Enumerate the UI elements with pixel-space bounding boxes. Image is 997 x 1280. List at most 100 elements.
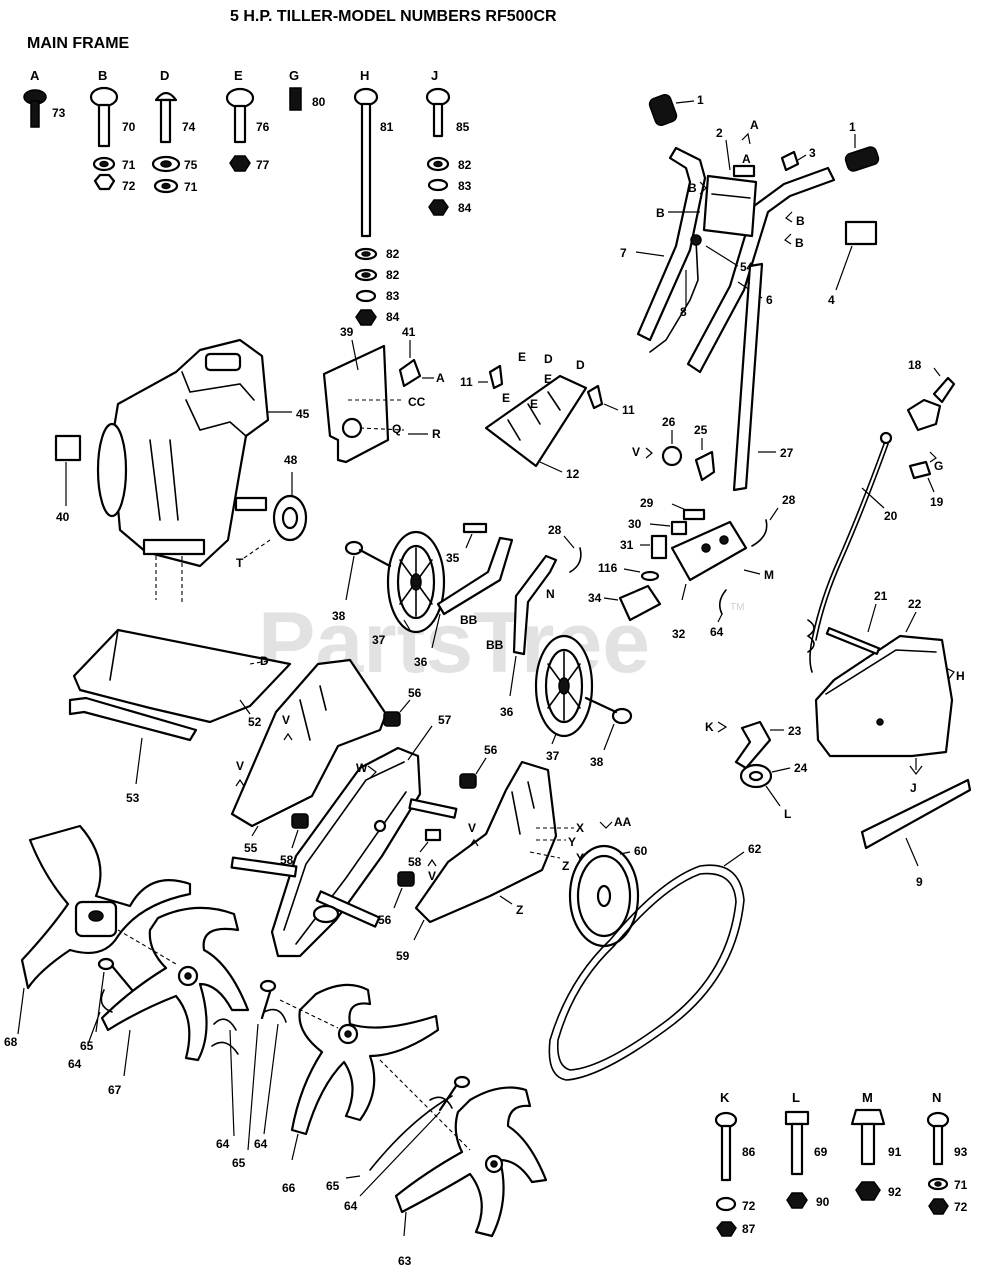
clip-19 [908,460,932,480]
handle-left [636,146,707,342]
bolt-head [154,91,178,102]
part-number: 71 [122,158,136,172]
belt-guard-22 [814,634,954,758]
hairpin-64 [100,989,113,1013]
letter-tag-x: X [576,821,584,835]
hardware-group-n: N 93 71 72 [926,1090,968,1215]
clamp-25 [694,450,716,482]
letter-tag-q: Q [392,422,401,436]
letter-tag-e: E [544,372,552,386]
letter-tag-bb: BB [486,638,504,652]
brace-bracket [732,164,756,178]
callout-116: 116 [598,561,618,575]
callout-52: 52 [248,715,262,729]
hardware-group-l: L 69 90 [784,1090,830,1209]
crankshaft [234,496,268,512]
set-screw [289,87,302,111]
part-number: 90 [816,1195,830,1209]
pulley-60: 60 [568,844,648,948]
pin-35 [462,522,488,534]
callout-56: 56 [378,913,392,927]
hardware-group-k: K 86 72 87 [714,1090,756,1237]
letter-tag-d: D [576,358,585,372]
tine-63: 63 [379,1059,548,1268]
part-number: 82 [386,247,400,261]
callout-36: 36 [500,705,514,719]
part-number: 83 [386,289,400,303]
part-number: 82 [458,158,472,172]
hairpin-64 [429,1096,453,1109]
letter-tag-bb: BB [460,613,478,627]
input-shaft [408,798,458,819]
pin-30 [670,520,688,536]
letter-tag-e: E [530,397,538,411]
lock-washer [355,289,377,303]
recoil-starter [96,422,128,518]
letter-tag-h: H [956,669,965,683]
callout-4: 4 [828,293,835,307]
bolt-shank [233,104,247,144]
part-number: 72 [122,179,136,193]
hairpin-64 [263,1008,287,1023]
hardware-group-h: H 81 82 82 83 84 [353,68,400,326]
hairpin-64 [213,1018,237,1031]
callout-29: 29 [640,496,654,510]
hardware-group-g: G 80 [289,68,326,111]
callout-34: 34 [588,591,602,605]
callout-65: 65 [232,1156,246,1170]
callout-64: 64 [344,1199,358,1213]
bolt-shank [790,1122,804,1176]
callout-58: 58 [280,853,294,867]
bearing-56 [397,871,415,887]
letter-tag-d: D [544,352,553,366]
callout-67: 67 [108,1083,122,1097]
cable-spring [806,619,815,653]
part-number: 69 [814,1145,828,1159]
letter-tag-n: N [546,587,555,601]
callout-57: 57 [438,713,452,727]
engine-base [142,538,206,556]
chain-case-57 [270,746,422,958]
callout-56: 56 [408,686,422,700]
callout-60: 60 [634,844,648,858]
axle-bolt-38 [611,707,633,725]
wheel-right: 37 38 [534,634,633,769]
callout-3: 3 [809,146,816,160]
letter-tag-cc: CC [408,395,426,409]
handle-brace-plate [702,174,758,238]
nut [928,1198,949,1215]
hardware-group-d: D 74 75 71 [151,68,198,194]
wheel-bracket-36 [512,554,558,656]
tine-blade [394,1086,548,1238]
bracket-34 [618,584,662,622]
callout-38: 38 [332,609,346,623]
part-number: 92 [888,1185,902,1199]
side-plate-55 [230,658,388,828]
callout-30: 30 [628,517,642,531]
long-bolt-shank [360,102,372,238]
callout-23: 23 [788,724,802,738]
hardware-letter-a: A [30,68,40,83]
part-number: 87 [742,1222,756,1236]
callout-65: 65 [80,1039,94,1053]
page-title: 5 H.P. TILLER-MODEL NUMBERS RF500CR [230,8,557,25]
part-number: 81 [380,120,394,134]
letter-tag-j: J [910,781,917,795]
bolt-head [353,87,379,107]
hardware-letter-d: D [160,68,169,83]
callout-63: 63 [398,1254,412,1268]
pivot-parts: 26 V 25 29 30 31 116 34 32 64 28 M [588,415,796,641]
callout-65: 65 [326,1179,340,1193]
callout-19: 19 [930,495,944,509]
guide-strip [860,778,972,850]
part-number: 84 [458,201,472,215]
part-number: 75 [184,158,198,172]
callout-1: 1 [849,120,856,134]
callout-26: 26 [662,415,676,429]
letter-tag-v: V [428,869,436,883]
callout-25: 25 [694,423,708,437]
tine-blade [290,983,440,1136]
letter-tag-b: B [796,214,805,228]
section-subtitle: MAIN FRAME [27,35,130,52]
part-number: 84 [386,310,400,324]
